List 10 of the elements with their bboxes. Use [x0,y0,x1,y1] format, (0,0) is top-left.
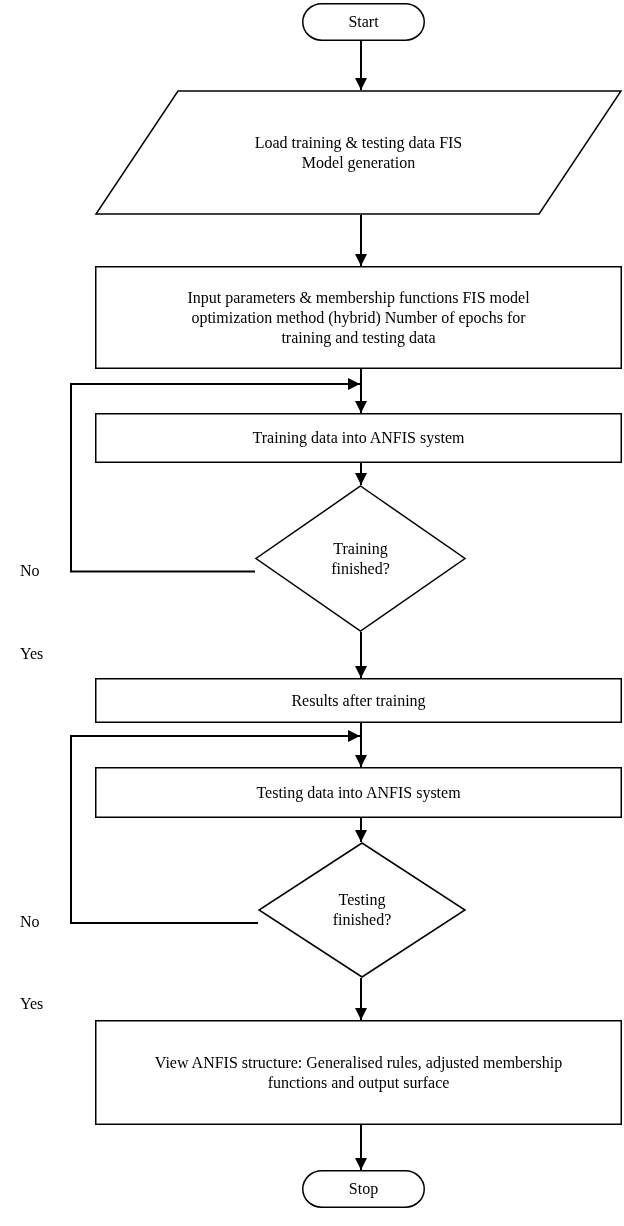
node-text: Start [348,12,379,32]
node-text: Results after training [291,690,426,711]
node-text: Testing data into ANFIS system [256,782,461,803]
node-text: Testing finished? [331,890,393,930]
node-text: Load training & testing data FIS Model generation [253,132,464,173]
node-text: Training finished? [330,538,391,579]
node-text: View ANFIS structure: Generalised rules, adjusted membership functions and output surface [153,1052,564,1093]
node-text: Training data into ANFIS system [252,428,465,448]
node-text: Input parameters & membership functions FIS model optimization method (hybrid) Number of epochs for training and testing data [186,287,531,348]
node-text: Stop [348,1179,379,1199]
